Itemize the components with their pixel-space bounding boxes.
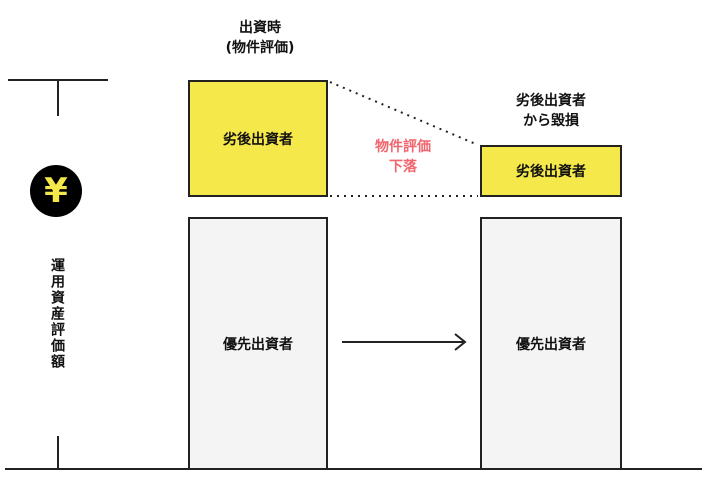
left-senior-box: 優先出資者 (188, 217, 328, 470)
junior-loss-label: 劣後出資者 から毀損 (480, 91, 622, 131)
initial-investment-title: 出資時 (239, 20, 281, 36)
left-senior-label: 優先出資者 (223, 336, 293, 353)
arrow-head (454, 333, 467, 351)
initial-investment-subtitle: (物件評価) (225, 40, 295, 56)
decline-label: 物件評価 下落 (358, 137, 448, 177)
right-junior-label: 劣後出資者 (516, 164, 586, 180)
left-junior-label: 劣後出資者 (223, 131, 293, 148)
yen-icon: ¥ (30, 165, 82, 217)
initial-investment-label: 出資時 (物件評価) (190, 18, 330, 58)
decline-label-line1: 物件評価 (375, 139, 431, 155)
junior-loss-title: 劣後出資者 (516, 93, 586, 109)
right-senior-label: 優先出資者 (516, 336, 586, 353)
right-senior-box: 優先出資者 (480, 217, 622, 470)
decline-dotted-line-top (329, 81, 479, 146)
decline-label-line2: 下落 (389, 159, 417, 175)
left-junior-box: 劣後出資者 (188, 80, 328, 197)
asset-value-axis-label: 運用資産評価額 (49, 258, 65, 370)
right-junior-box: 劣後出資者 (480, 145, 622, 197)
yen-glyph: ¥ (44, 171, 68, 211)
junior-loss-subtitle: から毀損 (523, 113, 579, 129)
